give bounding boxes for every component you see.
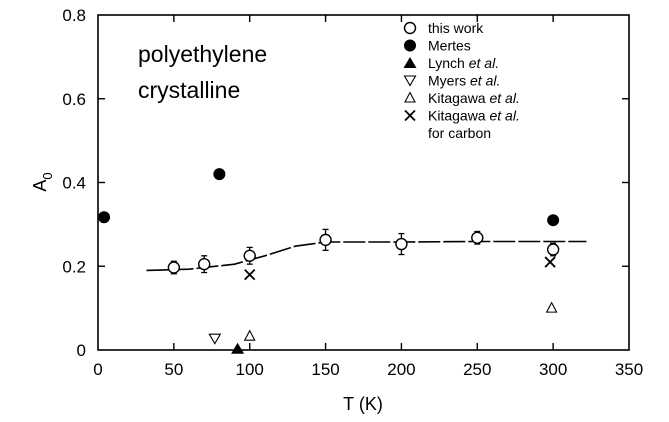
legend-label-3-main: Myers bbox=[428, 73, 470, 89]
point-s0-p5 bbox=[471, 231, 484, 244]
point-s0-p3 bbox=[319, 233, 332, 247]
point-s0-p2 bbox=[243, 249, 256, 262]
point-s4-p1 bbox=[545, 301, 558, 313]
x-tick-label-250: 250 bbox=[463, 360, 491, 379]
x-tick-label-300: 300 bbox=[539, 360, 567, 379]
point-s1-p0 bbox=[98, 211, 111, 224]
y-axis-label: A0 bbox=[30, 172, 55, 191]
trend-line-group bbox=[146, 240, 587, 272]
point-s3-p0 bbox=[208, 333, 222, 345]
legend-label-5: Kitagawa et al. bbox=[428, 108, 520, 124]
x-tick-label-350: 350 bbox=[615, 360, 643, 379]
legend-marker-1 bbox=[404, 39, 416, 52]
legend-marker-2 bbox=[403, 57, 417, 68]
x-tick-label-50: 50 bbox=[164, 360, 183, 379]
point-s5-p1 bbox=[544, 256, 556, 268]
legend-marker-5 bbox=[404, 109, 416, 122]
trend-line bbox=[146, 240, 587, 272]
point-s1-p2 bbox=[547, 214, 560, 227]
point-s0-p6 bbox=[546, 243, 560, 256]
legend-label-5-etal: et al. bbox=[489, 108, 519, 124]
legend-label-2-etal: et al. bbox=[469, 55, 499, 71]
legend-label-1: Mertes bbox=[428, 38, 471, 54]
legend-marker-3 bbox=[403, 75, 417, 87]
svg-text:A0: A0 bbox=[30, 172, 55, 191]
y-axis-label-subscript: 0 bbox=[40, 172, 55, 179]
legend-label-5-line2: for carbon bbox=[428, 125, 491, 141]
x-tick-label-0: 0 bbox=[93, 360, 102, 379]
legend-marker-0 bbox=[403, 21, 417, 35]
y-tick-label-0: 0 bbox=[77, 341, 86, 360]
x-axis-label: T (K) bbox=[343, 394, 383, 414]
legend-label-3-etal: et al. bbox=[470, 73, 500, 89]
data-marks bbox=[98, 168, 560, 354]
y-tick-label-0.2: 0.2 bbox=[62, 257, 86, 276]
y-tick-label-0.4: 0.4 bbox=[62, 174, 86, 193]
x-tick-label-200: 200 bbox=[387, 360, 415, 379]
legend-label-2: Lynch et al. bbox=[428, 55, 499, 71]
legend-label-2-main: Lynch bbox=[428, 55, 469, 71]
point-s1-p1 bbox=[213, 168, 226, 181]
legend-label-5-main: Kitagawa bbox=[428, 108, 489, 124]
point-s2-p0 bbox=[231, 342, 245, 354]
legend-label-4-etal: et al. bbox=[489, 90, 519, 106]
cross-stroke-b bbox=[544, 256, 556, 268]
annotation-line-2: crystalline bbox=[138, 77, 240, 103]
legend-label-4: Kitagawa et al. bbox=[428, 90, 520, 106]
axis-ticks: 0 50 100 150 200 250 300 350 0 0.2 0.4 0.6 0.8 bbox=[62, 6, 643, 379]
annotation-line-1: polyethylene bbox=[138, 41, 267, 67]
cross-stroke-b bbox=[404, 109, 416, 122]
point-s5-p0 bbox=[244, 268, 256, 281]
y-tick-label-0.6: 0.6 bbox=[62, 90, 86, 109]
point-s4-p0 bbox=[243, 329, 256, 341]
point-s0-p1 bbox=[197, 257, 211, 271]
legend-label-4-main: Kitagawa bbox=[428, 90, 489, 106]
legend-label-0: this work bbox=[428, 20, 484, 36]
point-s0-p4 bbox=[395, 237, 408, 251]
point-s0-p0 bbox=[167, 261, 181, 274]
y-tick-label-0.8: 0.8 bbox=[62, 6, 86, 25]
x-tick-label-150: 150 bbox=[311, 360, 339, 379]
cross-stroke-b bbox=[244, 268, 256, 281]
x-tick-label-100: 100 bbox=[236, 360, 264, 379]
y-axis-label-main: A bbox=[30, 180, 50, 192]
legend-label-3: Myers et al. bbox=[428, 73, 500, 89]
legend-marker-4 bbox=[404, 91, 416, 103]
